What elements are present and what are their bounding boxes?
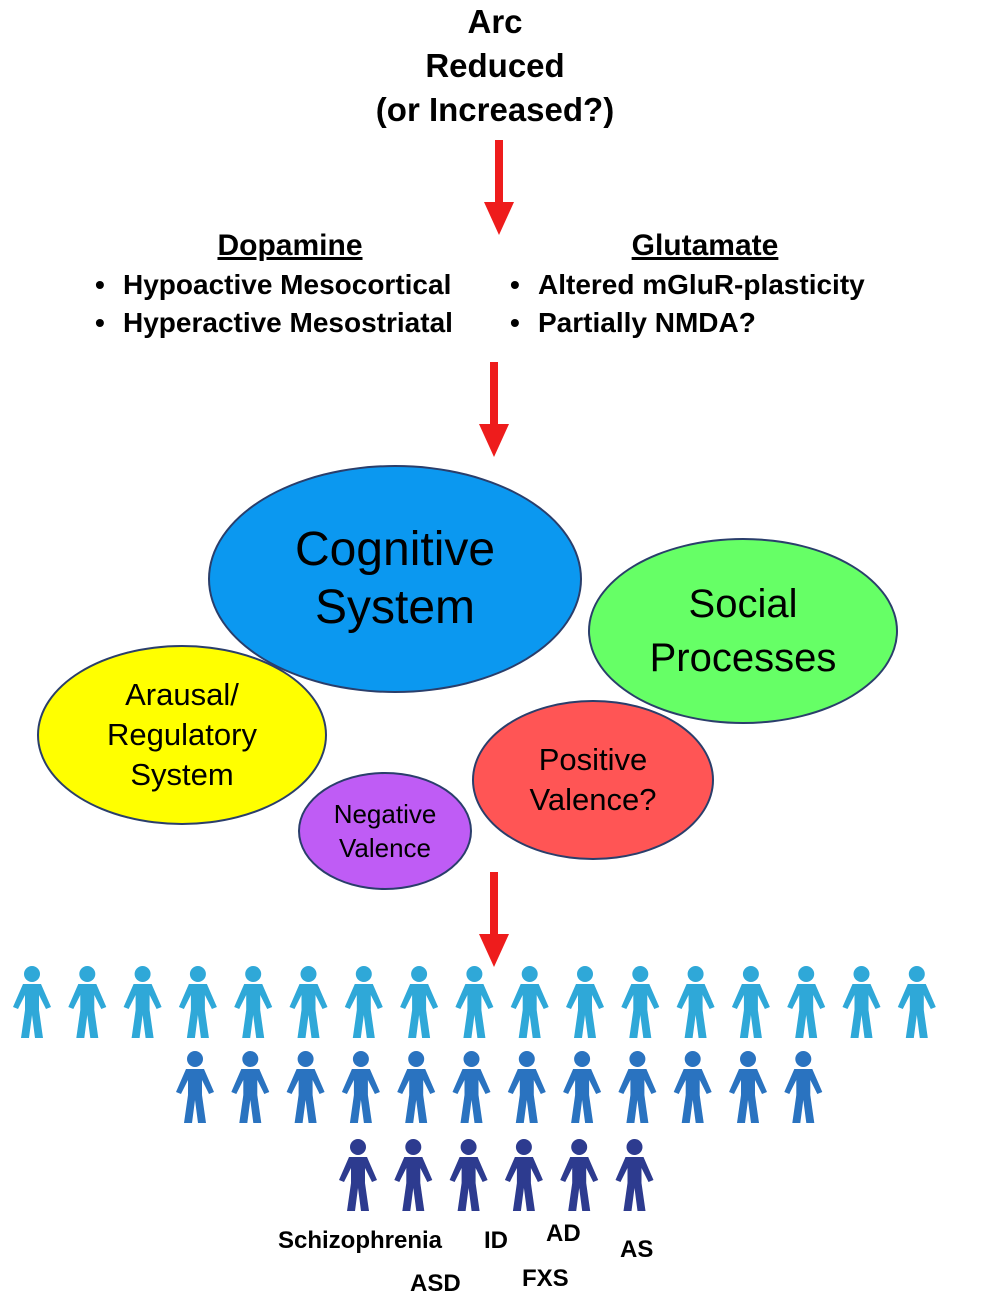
disorder-label-id: ID	[484, 1227, 508, 1254]
person-icon	[449, 1139, 488, 1211]
person-icon	[731, 966, 770, 1038]
person-icon	[178, 966, 217, 1038]
people-row-3	[339, 1139, 654, 1211]
cognitive-line1: Cognitive	[294, 523, 496, 576]
header-or-increased: (or Increased?)	[375, 91, 615, 128]
person-icon	[13, 966, 51, 1038]
person-icon	[455, 966, 494, 1038]
positive-line1: Positive	[538, 742, 648, 777]
person-icon	[234, 966, 273, 1038]
person-icon	[787, 966, 826, 1038]
person-icon	[784, 1051, 823, 1123]
down-arrow-icon	[479, 872, 509, 967]
person-icon	[344, 966, 383, 1038]
person-icon	[341, 1051, 380, 1123]
disorder-label-fxs: FXS	[522, 1265, 569, 1292]
person-icon	[339, 1139, 377, 1211]
person-icon	[394, 1139, 433, 1211]
person-icon	[452, 1051, 491, 1123]
arousal-line1: Arausal/	[125, 677, 239, 712]
person-icon	[68, 966, 107, 1038]
cognitive-line2: System	[314, 581, 475, 634]
negative-line1: Negative	[333, 799, 437, 829]
arousal-regulatory-ellipse: Arausal/ Regulatory System	[37, 645, 327, 825]
header-reduced: Reduced	[425, 47, 565, 84]
person-icon	[510, 966, 549, 1038]
person-icon	[123, 966, 162, 1038]
glutamate-heading: Glutamate	[631, 229, 779, 262]
person-icon	[400, 966, 439, 1038]
person-icon	[842, 966, 881, 1038]
header-arc: Arc	[467, 3, 523, 40]
person-icon	[729, 1051, 767, 1123]
person-icon	[618, 1051, 657, 1123]
down-arrow-icon	[484, 140, 514, 235]
positive-line2: Valence?	[529, 782, 657, 817]
social-line1: Social	[688, 582, 798, 626]
person-icon	[621, 966, 660, 1038]
negative-valence-ellipse: Negative Valence	[298, 772, 472, 890]
arousal-line2: Regulatory	[107, 717, 257, 752]
person-icon	[673, 1051, 712, 1123]
disorder-label-asd: ASD	[410, 1270, 461, 1297]
person-icon	[289, 966, 328, 1038]
cognitive-system-ellipse: Cognitive System	[208, 465, 582, 693]
person-icon	[231, 1051, 270, 1123]
glutamate-list: Altered mGluR-plasticity Partially NMDA?	[510, 266, 865, 342]
social-processes-ellipse: Social Processes	[588, 538, 898, 724]
person-icon	[176, 1051, 214, 1123]
glutamate-item: Partially NMDA?	[510, 304, 865, 342]
dopamine-item: Hypoactive Mesocortical	[95, 266, 453, 304]
person-icon	[560, 1139, 599, 1211]
positive-valence-ellipse: Positive Valence?	[472, 700, 714, 860]
glutamate-item: Altered mGluR-plasticity	[510, 266, 865, 304]
person-icon	[563, 1051, 602, 1123]
disorder-label-as: AS	[620, 1236, 654, 1263]
person-icon	[897, 966, 936, 1038]
dopamine-heading: Dopamine	[217, 229, 363, 262]
people-row-1	[13, 966, 936, 1038]
down-arrow-icon	[479, 362, 509, 457]
person-icon	[676, 966, 715, 1038]
person-icon	[397, 1051, 436, 1123]
dopamine-item: Hyperactive Mesostriatal	[95, 304, 453, 342]
social-line2: Processes	[649, 636, 837, 680]
person-icon	[504, 1139, 543, 1211]
person-icon	[286, 1051, 325, 1123]
person-icon	[615, 1139, 654, 1211]
person-icon	[566, 966, 604, 1038]
disorder-label-ad: AD	[546, 1220, 581, 1247]
disorder-label-schizophrenia: Schizophrenia	[278, 1227, 443, 1254]
dopamine-list: Hypoactive Mesocortical Hyperactive Meso…	[95, 266, 453, 342]
people-row-2	[176, 1051, 823, 1123]
person-icon	[507, 1051, 546, 1123]
negative-line2: Valence	[338, 833, 432, 863]
arousal-line3: System	[130, 757, 234, 792]
